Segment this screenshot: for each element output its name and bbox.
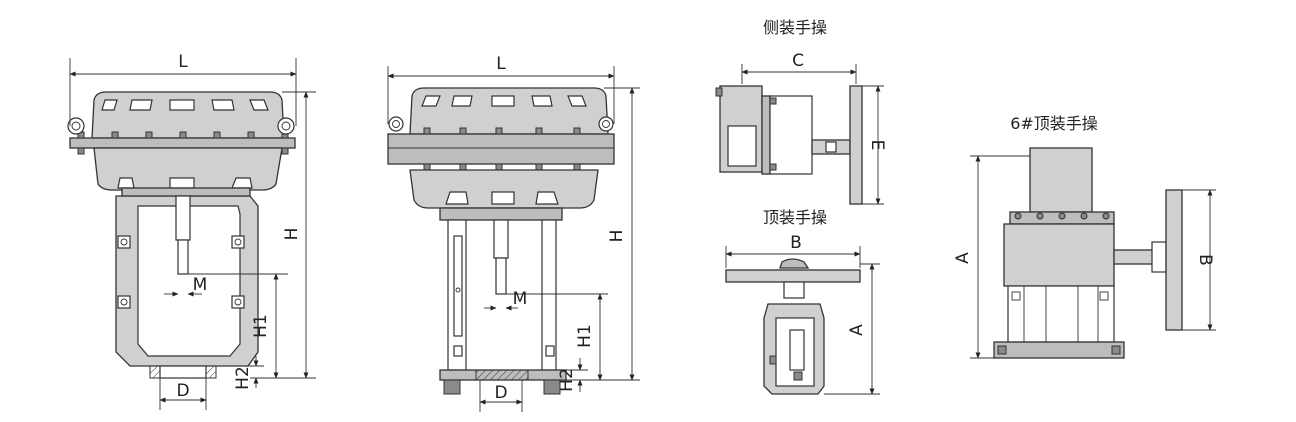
dim-B6-label: B [1195,254,1215,266]
dim-H1-label: H1 [251,314,271,338]
dim-D-label: D [176,381,189,401]
dim-H2-label: H2 [233,366,253,390]
dim-A6-label: A [953,252,973,264]
dim-A-label: A [847,324,867,336]
view-top-handwheel: 顶装手操 B A [725,208,880,395]
view-6-top-handwheel: 6#顶装手操 A B [953,114,1216,359]
dim-D2-label: D [494,383,507,403]
view-side-handwheel: 侧装手操 E C [715,18,887,205]
dim-H-label: H [282,228,302,241]
view-yoke-actuator: L H H1 H2 M D [67,52,316,410]
title-side-handwheel: 侧装手操 [763,18,827,37]
dim-E-label: E [867,140,887,151]
title-6-top-handwheel: 6#顶装手操 [1010,114,1098,133]
view-column-actuator: L H H1 H2 M D [387,54,640,412]
dim-C-label: C [792,51,804,71]
dim-H1-2-label: H1 [575,324,595,348]
dim-B-label: B [790,233,802,253]
title-top-handwheel: 顶装手操 [763,208,827,227]
dim-H2view-label: H [607,230,627,243]
dim-L2-label: L [496,54,506,74]
dim-M-label: M [193,275,208,295]
dim-L-label: L [178,52,188,72]
dim-M2-label: M [513,289,528,309]
dim-H2-2-label: H2 [557,368,577,392]
